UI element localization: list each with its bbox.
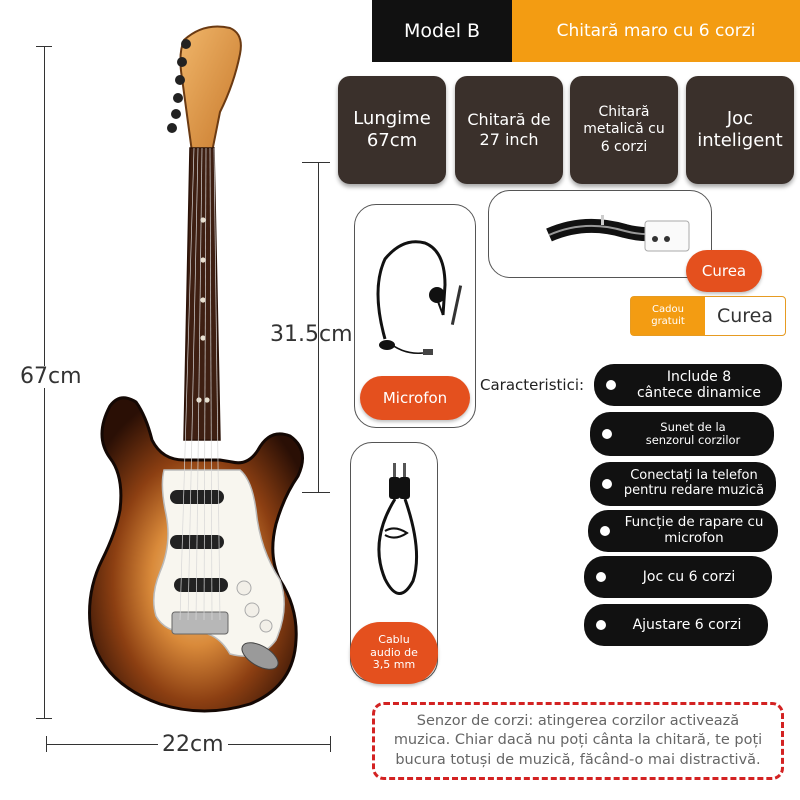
note-text: Senzor de corzi: atingerea corzilor acti… xyxy=(393,712,763,768)
tuning-pegs xyxy=(167,39,191,133)
microphone-label: Microfon xyxy=(360,376,470,420)
height-label: 67cm xyxy=(20,364,82,389)
bullet-dot-icon xyxy=(596,572,606,582)
feature-item: Include 8 cântece dinamice xyxy=(594,364,782,406)
strap-label: Curea xyxy=(686,250,762,292)
width-label: 22cm xyxy=(158,734,228,756)
headset-microphone-icon xyxy=(376,240,463,355)
feature-item: Ajustare 6 corzi xyxy=(584,604,768,646)
bullet-dot-icon xyxy=(602,479,612,489)
strings xyxy=(179,147,221,621)
feature-item: Conectați la telefon pentru redare muzic… xyxy=(590,462,776,506)
spec-label: Joc inteligent xyxy=(697,107,783,152)
model-tab[interactable]: Model B xyxy=(372,0,512,62)
strap-label-text: Curea xyxy=(701,262,747,280)
cable-label-text: Cablu audio de 3,5 mm xyxy=(370,633,418,672)
free-gift-tag: Cadou gratuit xyxy=(631,297,705,335)
bullet-dot-icon xyxy=(602,429,612,439)
feature-item: Sunet de la senzorul corzilor xyxy=(590,412,774,456)
fret-markers xyxy=(196,217,210,403)
bridge xyxy=(171,611,229,635)
free-gift-box: Cadou gratuit Curea xyxy=(630,296,786,336)
spec-card-material: Chitară metalică cu 6 corzi xyxy=(570,76,678,184)
cable-label: Cablu audio de 3,5 mm xyxy=(350,622,438,684)
feature-item: Funcție de rapare cu microfon xyxy=(588,510,778,552)
microphone-label-text: Microfon xyxy=(382,389,448,407)
bullet-dot-icon xyxy=(600,526,610,536)
free-gift-tag-text: Cadou gratuit xyxy=(651,304,685,327)
features-label: Caracteristici: xyxy=(480,376,585,394)
free-gift-item-text: Curea xyxy=(716,305,774,327)
spec-label: Chitară de 27 inch xyxy=(467,110,551,149)
control-knobs xyxy=(236,580,273,633)
neck-length-label: 31.5cm xyxy=(270,322,353,347)
strap-frame xyxy=(488,190,712,278)
spec-card-smart: Joc inteligent xyxy=(686,76,794,184)
model-label: Model B xyxy=(403,20,481,42)
free-gift-item: Curea xyxy=(705,297,785,335)
spec-card-size: Chitară de 27 inch xyxy=(455,76,563,184)
bullet-dot-icon xyxy=(606,380,616,390)
headstock xyxy=(179,25,242,153)
spec-label: Lungime 67cm xyxy=(353,107,431,152)
guitar-illustration xyxy=(88,25,304,713)
spec-label: Chitară metalică cu 6 corzi xyxy=(583,103,665,155)
model-description-bar: Chitară maro cu 6 corzi xyxy=(512,0,800,62)
bullet-dot-icon xyxy=(596,620,606,630)
string-sensor-note: Senzor de corzi: atingerea corzilor acti… xyxy=(372,702,784,780)
audio-cable-icon xyxy=(377,463,419,595)
guitar-strap-icon xyxy=(546,215,690,252)
spec-card-length: Lungime 67cm xyxy=(338,76,446,184)
jack-plate xyxy=(241,642,279,670)
feature-item: Joc cu 6 corzi xyxy=(584,556,772,598)
model-description: Chitară maro cu 6 corzi xyxy=(556,21,756,41)
